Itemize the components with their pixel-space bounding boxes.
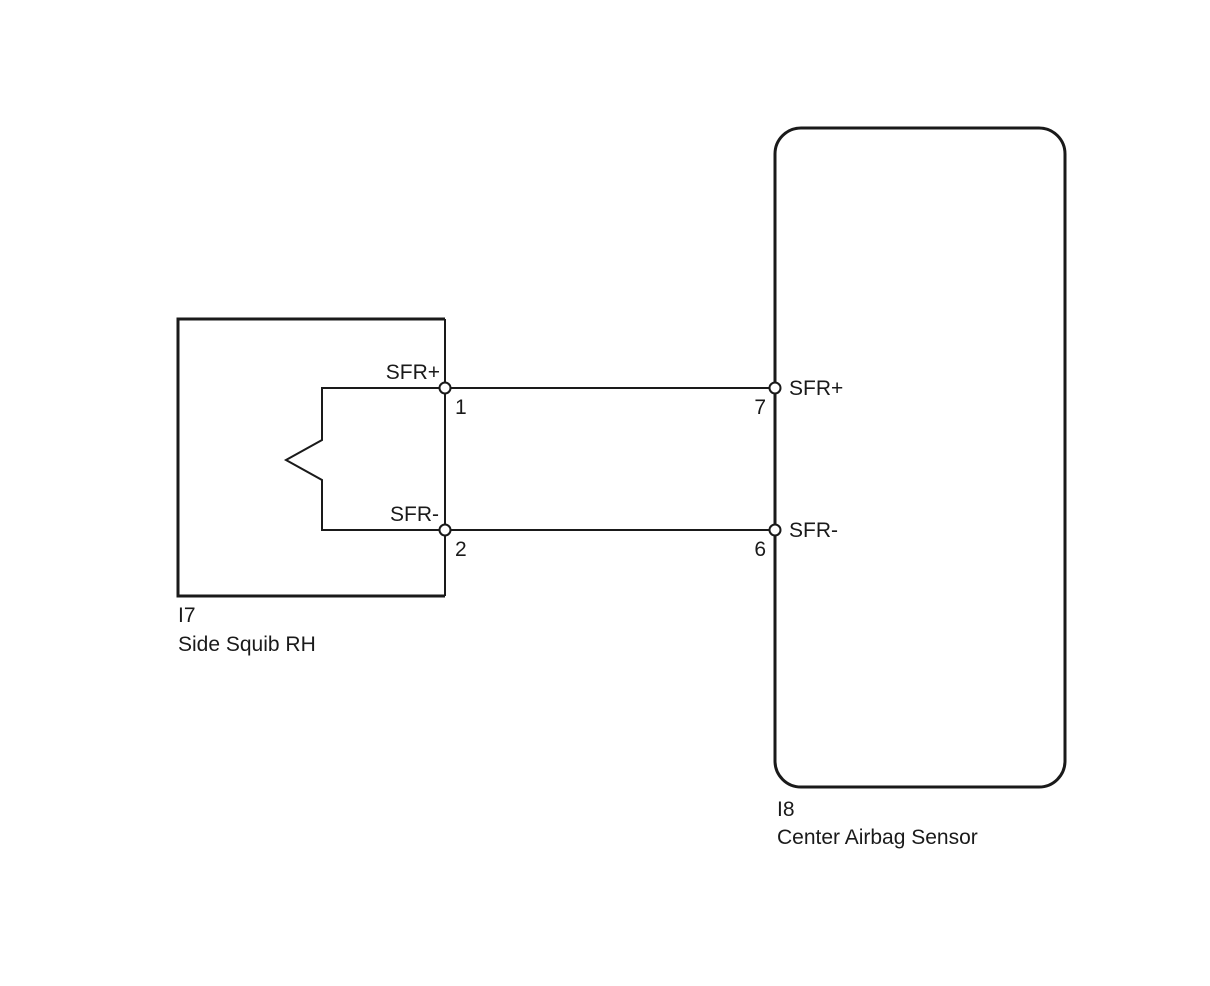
center-airbag-sensor-connector-id: I8: [777, 798, 795, 821]
terminal-sensor-pin-6: [768, 523, 782, 537]
terminal-squib-pin-2: [438, 523, 452, 537]
sensor-signal-sfr-minus-label: SFR-: [789, 519, 838, 542]
terminal-sensor-pin-7: [768, 381, 782, 395]
side-squib-component: [176, 317, 446, 598]
squib-signal-sfr-minus-label: SFR-: [390, 503, 439, 526]
sensor-signal-sfr-plus-label: SFR+: [789, 377, 843, 400]
squib-element-symbol: [283, 387, 445, 531]
side-squib-connector-id: I7: [178, 604, 196, 627]
terminal-squib-pin-1: [438, 381, 452, 395]
center-airbag-sensor-name: Center Airbag Sensor: [777, 826, 978, 849]
squib-pin-1-label: 1: [455, 396, 467, 419]
sensor-pin-7-label: 7: [754, 396, 766, 419]
sensor-pin-6-label: 6: [754, 538, 766, 561]
side-squib-name: Side Squib RH: [178, 633, 316, 656]
squib-pin-2-label: 2: [455, 538, 467, 561]
center-airbag-sensor-box: [773, 126, 1067, 789]
squib-signal-sfr-plus-label: SFR+: [386, 361, 440, 384]
side-squib-box: [176, 317, 445, 598]
